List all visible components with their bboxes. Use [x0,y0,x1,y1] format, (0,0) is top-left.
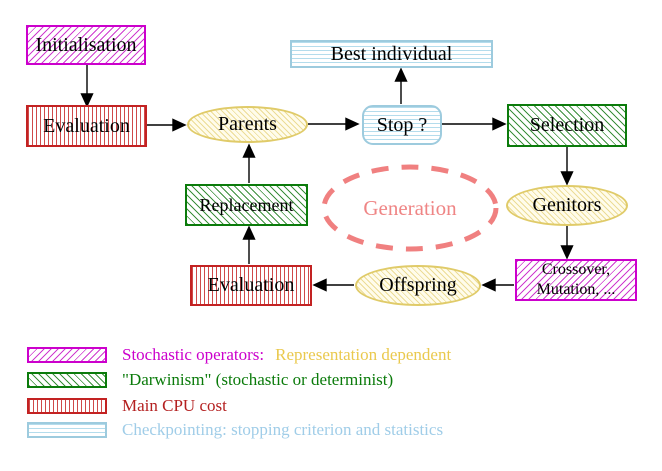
arrow-replacement-to-parents [242,143,256,183]
generation-dashed-ellipse [321,164,499,252]
legend-label-checkpointing: Checkpointing: stopping criterion and st… [122,420,444,439]
legend-swatch-stochastic-operators [27,347,107,363]
legend-swatch-checkpointing [27,422,107,438]
node-offspring: Offspring [355,265,481,306]
arrow-stop-to-best-individual [394,67,408,104]
node-stop: Stop ? [362,105,442,145]
arrow-selection-to-genitors [560,147,574,186]
legend-swatch-darwinism [27,372,107,388]
node-initialisation: Initialisation [26,25,146,65]
legend-swatch-main-cpu-cost [27,398,107,414]
legend-label-stochastic-operators-title: Stochastic operators: [122,345,265,364]
crossover-line1: Crossover, [541,261,611,278]
arrow-genitors-to-crossover [560,226,574,260]
legend-label-darwinism: "Darwinism" (stochastic or determinist) [122,370,394,389]
node-genitors: Genitors [506,185,628,226]
node-best-individual: Best individual [290,40,493,68]
arrow-stop-to-selection [442,117,507,131]
node-selection: Selection [507,104,627,147]
legend-label-main-cpu-cost: Main CPU cost [122,396,227,415]
arrow-crossover-to-offspring [481,278,514,292]
legend-label-stochastic-operators: Stochastic operators: Representation depe… [122,345,451,365]
arrow-offspring-to-evaluation [312,278,354,292]
crossover-line2: Mutation, ... [536,281,616,298]
arrow-initialisation-to-evaluation [80,65,94,108]
arrow-evaluation-to-parents [147,118,187,132]
node-parents: Parents [187,106,308,143]
arrow-evaluation-to-replacement [242,225,256,264]
arrow-parents-to-stop [308,117,360,131]
generation-label: Generation [363,196,457,220]
node-evaluation-top: Evaluation [26,105,147,147]
node-crossover-mutation: Crossover, Mutation, ... [515,259,637,301]
legend-label-representation-dependent: Representation dependent [275,345,452,364]
node-evaluation-bottom: Evaluation [190,265,312,306]
node-replacement: Replacement [185,184,308,226]
